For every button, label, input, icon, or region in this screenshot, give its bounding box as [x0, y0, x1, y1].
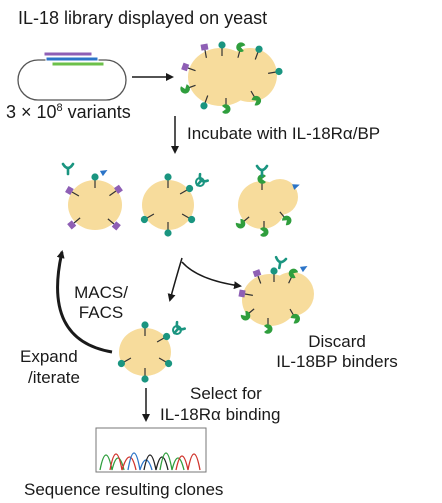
yeast-cell-3 — [233, 164, 301, 238]
yeast-selected-cell — [115, 320, 186, 384]
arrow-iterate — [56, 250, 113, 354]
chromatogram-icon — [95, 427, 207, 473]
variants-suffix: variants — [62, 102, 131, 122]
arrow-to-select — [167, 257, 183, 302]
variants-prefix: 3 × 10 — [6, 102, 57, 122]
plasmid-icon — [17, 51, 127, 101]
yeast-library-cell — [178, 40, 284, 115]
macs-label-line2: FACS — [78, 303, 124, 322]
select-label-line1: Select for — [190, 384, 262, 403]
variants-label: 3 × 108 variants — [6, 102, 131, 122]
select-label-line2: IL-18Rα binding — [160, 405, 281, 424]
diagram-title: IL-18 library displayed on yeast — [18, 8, 268, 28]
yeast-cell-2 — [138, 172, 209, 238]
macs-label-line1: MACS/ — [74, 283, 128, 302]
discard-label-line2: IL-18BP binders — [276, 352, 398, 371]
expand-label-line2: /iterate — [28, 368, 80, 387]
discard-label-line1: Discard — [308, 332, 366, 351]
incubate-label: Incubate with IL-18Rα/BP — [187, 124, 381, 143]
yeast-discard-cell — [237, 255, 314, 335]
arrow-to-discard — [181, 261, 242, 290]
sequence-label: Sequence resulting clones — [24, 480, 224, 499]
expand-label-line1: Expand — [20, 347, 78, 366]
yeast-cell-1 — [61, 162, 124, 232]
variants-exponent: 8 — [56, 102, 63, 114]
